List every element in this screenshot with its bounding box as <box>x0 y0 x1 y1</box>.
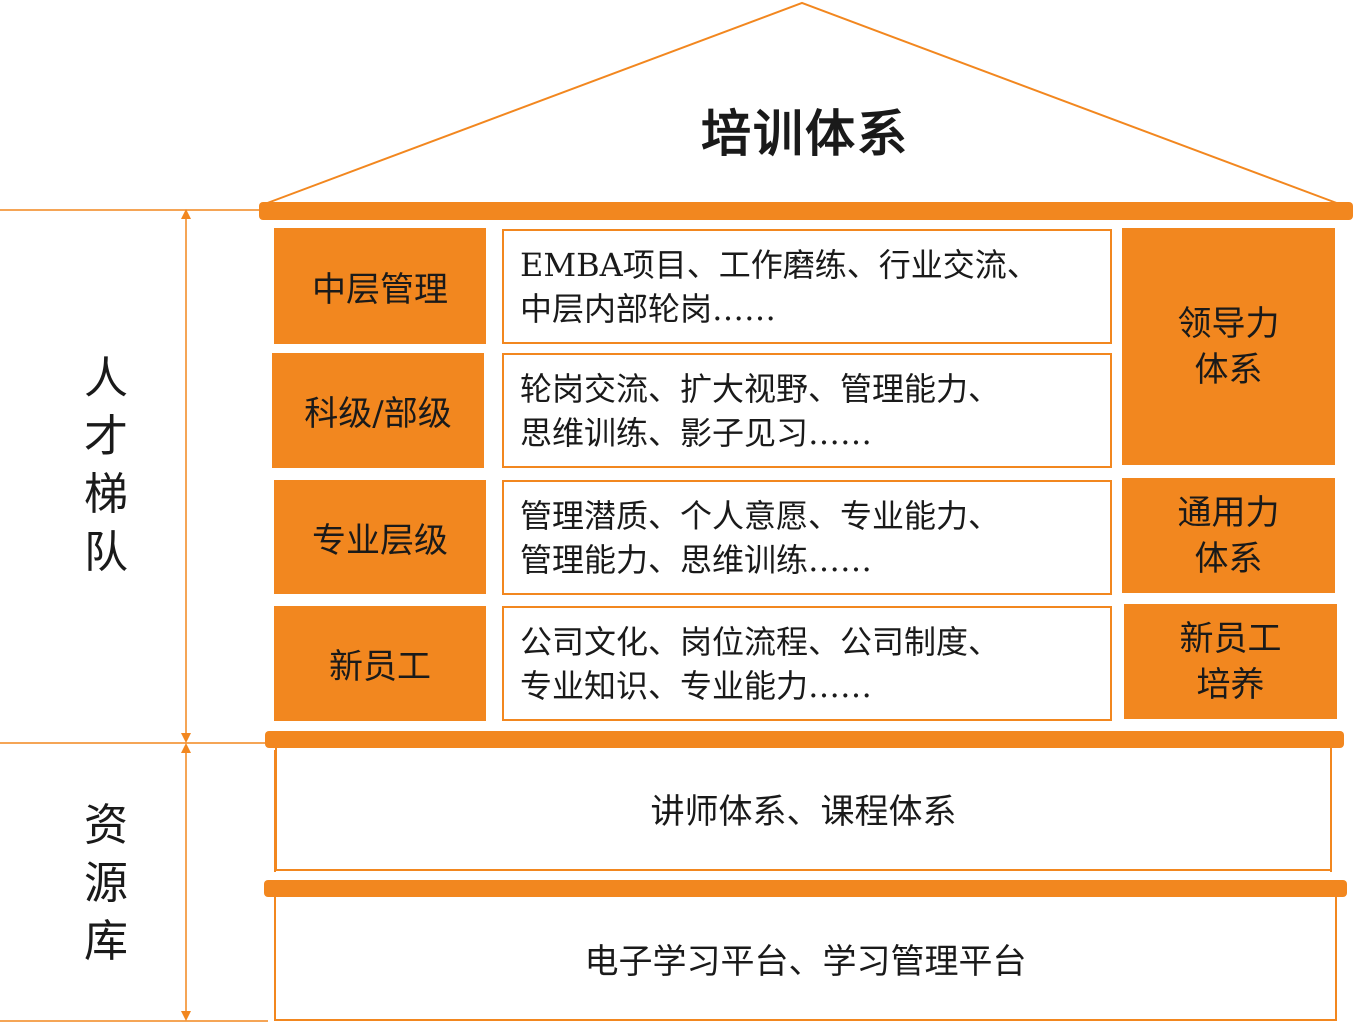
foundation-beam-lower <box>264 880 1347 897</box>
resource-box-learning-platforms: 电子学习平台、学习管理平台 <box>274 897 1337 1021</box>
detail-line: 公司文化、岗位流程、公司制度、 <box>520 622 1001 661</box>
detail-line: 管理潜质、个人意愿、专业能力、 <box>520 496 1001 535</box>
resource-box-lecturer-course: 讲师体系、课程体系 <box>275 748 1332 871</box>
system-box-new-employee-development: 新员工 培养 <box>1124 604 1337 719</box>
system-box-leadership: 领导力 体系 <box>1122 228 1335 465</box>
detail-box-professional: 管理潜质、个人意愿、专业能力、 管理能力、思维训练…… <box>502 480 1112 595</box>
resource-pool-label: 资 源 库 <box>78 797 134 971</box>
system-line: 领导力 <box>1177 303 1280 344</box>
detail-box-section-department: 轮岗交流、扩大视野、管理能力、 思维训练、影子见习…… <box>502 353 1112 468</box>
talent-label-char: 梯 <box>84 469 128 520</box>
talent-label-char: 才 <box>84 411 128 462</box>
detail-line: EMBA项目、工作磨练、行业交流、 <box>520 245 1039 284</box>
detail-line: 轮岗交流、扩大视野、管理能力、 <box>520 369 1001 408</box>
talent-label-char: 人 <box>84 353 128 404</box>
system-line: 新员工 <box>1179 618 1282 659</box>
level-box-middle-management: 中层管理 <box>274 228 486 344</box>
detail-line: 管理能力、思维训练…… <box>520 540 873 579</box>
detail-box-new-employee: 公司文化、岗位流程、公司制度、 专业知识、专业能力…… <box>502 606 1112 721</box>
detail-line: 中层内部轮岗…… <box>520 289 777 328</box>
diagram-title: 培训体系 <box>701 104 909 163</box>
system-line: 通用力 <box>1177 492 1280 533</box>
system-line: 培养 <box>1196 664 1265 705</box>
resource-label-char: 源 <box>84 858 128 909</box>
level-box-new-employee: 新员工 <box>274 606 486 721</box>
talent-label-char: 队 <box>84 527 128 578</box>
system-line: 体系 <box>1194 349 1263 390</box>
system-box-general-competency: 通用力 体系 <box>1122 478 1335 593</box>
level-box-professional: 专业层级 <box>274 480 486 594</box>
resource-label-char: 资 <box>84 800 128 851</box>
level-box-section-department: 科级/部级 <box>272 353 484 468</box>
talent-ladder-label: 人 才 梯 队 <box>78 350 134 582</box>
detail-line: 思维训练、影子见习…… <box>520 413 873 452</box>
system-line: 体系 <box>1194 538 1263 579</box>
resource-label-char: 库 <box>84 916 128 967</box>
detail-line: 专业知识、专业能力…… <box>520 666 873 705</box>
detail-box-middle-management: EMBA项目、工作磨练、行业交流、 中层内部轮岗…… <box>502 229 1112 344</box>
foundation-beam-upper <box>265 731 1344 748</box>
roof-beam <box>259 202 1353 220</box>
